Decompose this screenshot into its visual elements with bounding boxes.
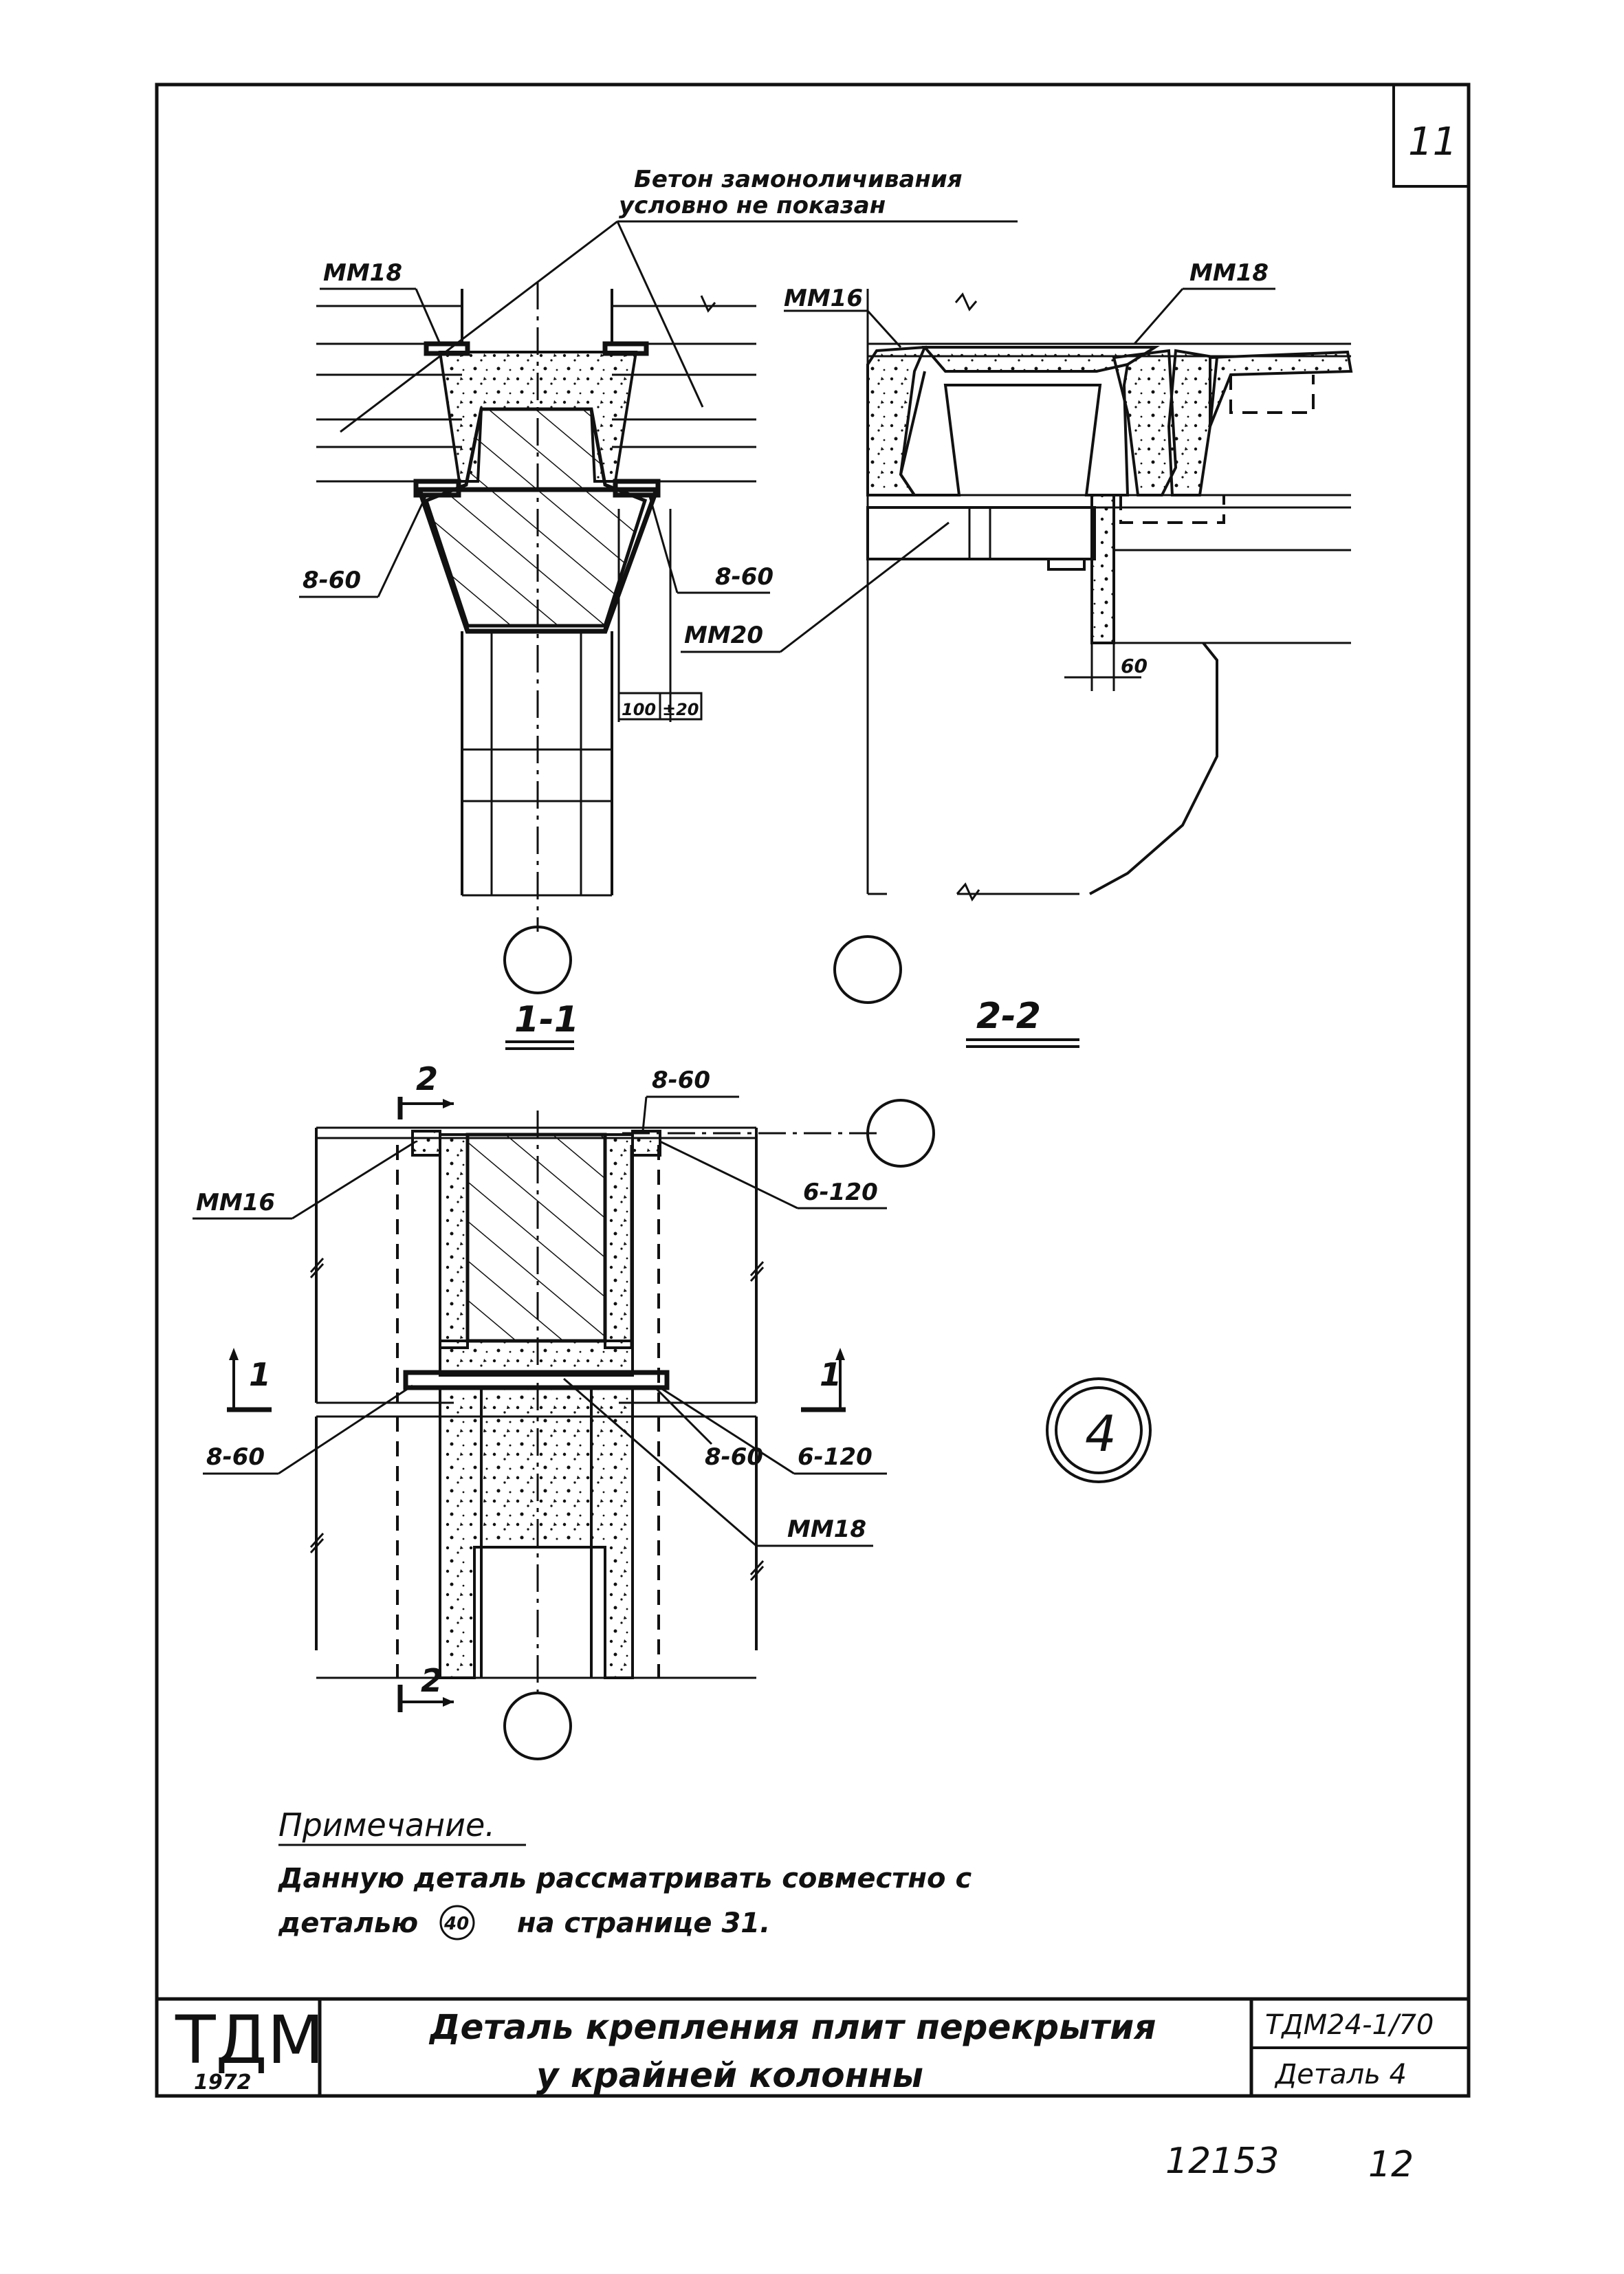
cut-mark-2-top: 2 bbox=[416, 1060, 438, 1097]
note-line1: Данную деталь рассматривать совместно с bbox=[277, 1863, 972, 1894]
title-line2: у крайней колонны bbox=[536, 2055, 923, 2095]
concrete-note-annotation: Бетон замоноличивания условно не показан bbox=[340, 166, 1018, 433]
note-ref-40: 40 bbox=[443, 1914, 469, 1934]
cut-mark-1-right: 1 bbox=[820, 1356, 842, 1393]
section-2-2-title: 2-2 bbox=[976, 996, 1041, 1037]
label-6-120-a: 6-120 bbox=[803, 1179, 878, 1206]
axis-marker-plan-right bbox=[866, 1099, 935, 1168]
cut-mark-1-left: 1 bbox=[249, 1356, 271, 1393]
title-year: 1972 bbox=[194, 2070, 252, 2095]
section-2-2-view bbox=[700, 289, 1353, 1004]
label-8-60-a: 8-60 bbox=[303, 567, 361, 594]
detail-number: 4 bbox=[1085, 1405, 1117, 1463]
note-block: Примечание. Данную деталь рассматривать … bbox=[277, 1806, 972, 1940]
section-1-1-view: 100 ±20 bbox=[316, 282, 756, 994]
label-mm20: ММ20 bbox=[684, 622, 763, 649]
title-code: ТДМ24-1/70 bbox=[1265, 2009, 1434, 2041]
footer-sheet-no: 12 bbox=[1368, 2144, 1414, 2185]
note-line2-a: деталью bbox=[278, 1907, 418, 1939]
label-mm16-b: ММ16 bbox=[196, 1189, 275, 1216]
axis-marker-2-2 bbox=[833, 935, 902, 1004]
label-mm18-a: ММ18 bbox=[323, 259, 402, 287]
title-block: ТДМ 1972 Деталь крепления плит перекрыти… bbox=[157, 1997, 1469, 2096]
footer: 12153 12 bbox=[1165, 2141, 1414, 2185]
section-2-2-labels: ММ16 ММ18 ММ20 60 2-2 bbox=[681, 259, 1275, 1048]
label-6-120-b: 6-120 bbox=[798, 1443, 873, 1471]
label-8-60-d: 8-60 bbox=[206, 1443, 265, 1471]
plan-view bbox=[227, 1097, 935, 1760]
label-dim-60: 60 bbox=[1121, 655, 1148, 677]
title-line1: Деталь крепления плит перекрытия bbox=[428, 2007, 1156, 2047]
section-1-1-title: 1-1 bbox=[514, 999, 579, 1040]
title-logo: ТДМ bbox=[175, 2002, 324, 2079]
cut-mark-2-bottom: 2 bbox=[421, 1662, 443, 1699]
plan-view-labels: 2 2 1 1 8-60 ММ16 6-120 8-60 8-60 6-120 … bbox=[193, 1060, 887, 1699]
detail-number-marker: 4 bbox=[1046, 1377, 1152, 1483]
annotation-line1: Бетон замоноличивания bbox=[634, 166, 963, 193]
label-8-60-c: 8-60 bbox=[652, 1067, 710, 1094]
axis-marker-1-1 bbox=[503, 926, 572, 994]
section-1-1-labels: ММ18 8-60 8-60 1-1 bbox=[299, 259, 773, 1050]
label-8-60-b: 8-60 bbox=[715, 563, 773, 591]
axis-marker-plan-bottom bbox=[503, 1692, 572, 1760]
label-mm16-a: ММ16 bbox=[784, 285, 863, 312]
label-mm18-b: ММ18 bbox=[1189, 259, 1269, 287]
title-detail: Деталь 4 bbox=[1274, 2059, 1407, 2090]
label-mm18-c: ММ18 bbox=[787, 1516, 866, 1543]
note-line2-b: на странице 31. bbox=[517, 1907, 770, 1939]
footer-archive-no: 12153 bbox=[1165, 2141, 1279, 2182]
dim-pm20-label: ±20 bbox=[662, 700, 699, 719]
dim-100-label: 100 bbox=[622, 700, 656, 719]
note-heading: Примечание. bbox=[278, 1806, 495, 1844]
annotation-line2: условно не показан bbox=[619, 192, 886, 219]
sheet-border bbox=[155, 83, 1471, 2098]
page-number-box: 11 bbox=[1392, 83, 1470, 188]
page-number: 11 bbox=[1408, 120, 1457, 164]
